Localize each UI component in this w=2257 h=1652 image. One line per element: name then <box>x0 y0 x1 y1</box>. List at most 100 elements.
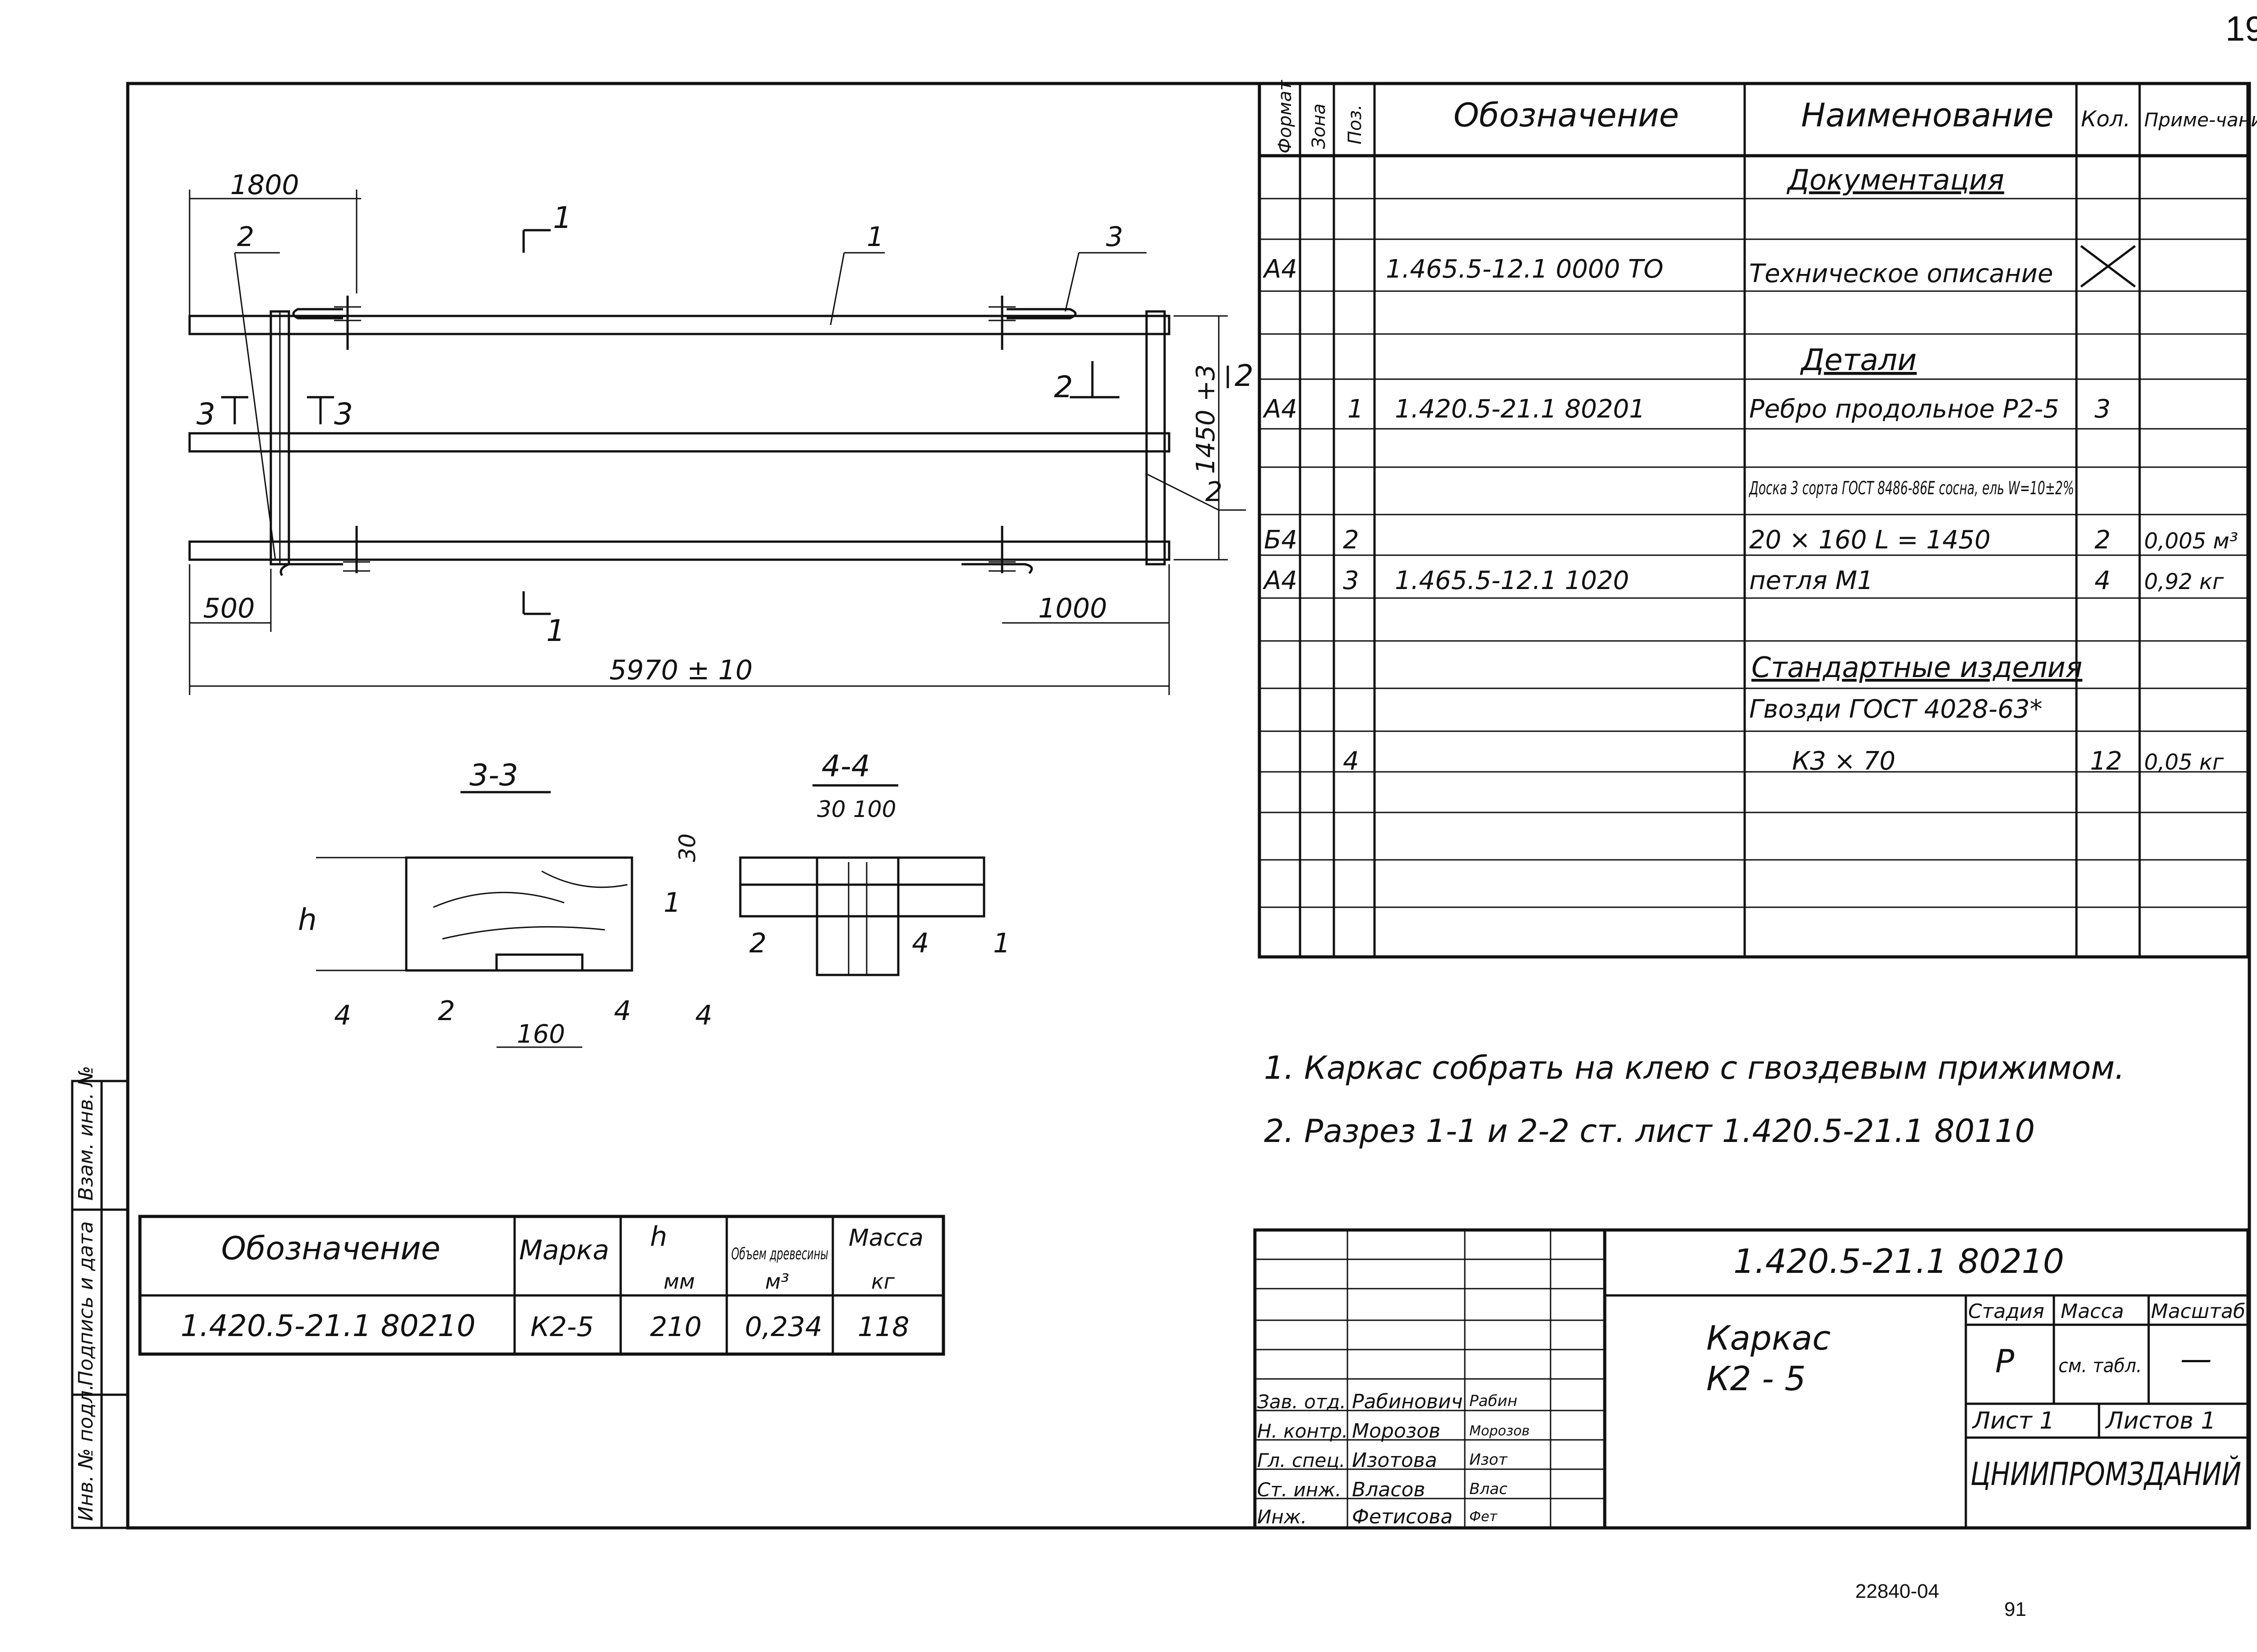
rib-bottom <box>188 540 1170 561</box>
tb-name-1: Рабинович <box>1352 1390 1463 1413</box>
sec33-label-2: 2 <box>438 995 455 1027</box>
var-hdr-mass: Масса <box>849 1225 924 1252</box>
hdr-zone: Зона <box>1309 103 1329 149</box>
tb-role-4: Ст. инж. <box>1257 1479 1341 1501</box>
cut-3-right: 3 <box>334 397 353 432</box>
tb-mass-label: Масса <box>2061 1300 2124 1323</box>
spec-row-format: А4 <box>1263 394 1297 424</box>
spec-row-qty: 3 <box>2094 394 2111 424</box>
spec-row-designation: 1.465.5-12.1 1020 <box>1395 566 1629 595</box>
sec33-label-4c: 4 <box>695 1000 712 1031</box>
rib-middle <box>188 432 1170 453</box>
var-hdr-h: h <box>650 1221 667 1253</box>
spec-row-pos: 1 <box>1347 394 1364 424</box>
plan-label-2-right: 2 <box>1205 476 1222 508</box>
var-cell-designation: 1.420.5-21.1 80210 <box>181 1309 476 1343</box>
rib-top <box>188 315 1170 335</box>
section-4-4: 4-4 30 100 30 2 4 1 <box>674 749 1010 976</box>
plan-label-3: 3 <box>1106 221 1123 253</box>
cut-2-left: 2 <box>1054 370 1073 404</box>
dim-1000: 1000 <box>1038 593 1107 624</box>
hdr-designation: Обозначение <box>1454 96 1679 134</box>
stamp-replace: Взам. инв. № <box>74 1066 98 1201</box>
tb-sign-5: Фет <box>1469 1509 1498 1525</box>
var-hdr-designation: Обозначение <box>221 1230 441 1267</box>
side-stamp: Инв. № подл. Подпись и дата Взам. инв. № <box>71 1066 129 1529</box>
sec44-label-1: 1 <box>993 928 1010 959</box>
hdr-qty: Кол. <box>2081 107 2130 132</box>
dim-1450: 1450 +3 <box>1191 364 1221 474</box>
spec-row-qty: 4 <box>2094 566 2111 595</box>
tb-scale-label: Масштаб <box>2151 1300 2245 1323</box>
cross-board-4-4 <box>816 856 900 976</box>
dim-30-b: 30 <box>674 833 701 862</box>
tb-name-3: Изотова <box>1352 1449 1437 1472</box>
section-3-3-title: 3-3 <box>469 758 518 793</box>
cross-board-right <box>1145 310 1166 566</box>
tb-sheet: Лист 1 <box>1972 1407 2054 1434</box>
spec-row-format: Б4 <box>1264 525 1297 555</box>
variants-table: Обозначение Марка h мм Объем древесины м… <box>138 1215 945 1356</box>
spec-heading-standard: Стандартные изделия <box>1751 651 2082 684</box>
cut-2-right: 2 <box>1235 358 1254 393</box>
dim-1800: 1800 <box>230 169 299 201</box>
hdr-pos: Поз. <box>1345 104 1365 144</box>
spec-row-pos: 4 <box>1343 747 1359 776</box>
spec-row-name: петля М1 <box>1749 566 1873 595</box>
var-hdr-volume-unit: м³ <box>765 1269 789 1294</box>
sec44-label-2: 2 <box>749 928 766 959</box>
tb-sign-1: Рабин <box>1469 1392 1518 1410</box>
var-hdr-mark: Марка <box>519 1234 609 1266</box>
var-cell-volume: 0,234 <box>745 1311 822 1343</box>
loop-bottom-left <box>279 526 370 576</box>
tb-stage: Р <box>1995 1343 2015 1380</box>
spec-row-note: 0,92 кг <box>2144 569 2224 594</box>
loop-bottom-right <box>961 526 1033 574</box>
sec44-label-4: 4 <box>912 928 929 959</box>
tb-scale: — <box>2180 1341 2212 1378</box>
section-3-3: 3-3 h 160 1 2 4 4 4 <box>298 758 712 1049</box>
tb-sheets: Листов 1 <box>2105 1407 2216 1434</box>
plan-label-1: 1 <box>867 221 884 253</box>
plan-view: 1800 2 1 3 2 1 1 2 2 3 3 1450 +3 <box>188 169 1254 695</box>
tb-mass: см. табл. <box>2058 1355 2142 1377</box>
sec33-label-4a: 4 <box>614 995 631 1027</box>
tb-name-5: Фетисова <box>1352 1505 1453 1528</box>
spec-row-pos: 3 <box>1343 566 1359 595</box>
cut-1-top: 1 <box>553 200 572 235</box>
spec-row-note: 0,005 м³ <box>2144 529 2238 554</box>
footer-code: 22840-04 <box>1855 1580 1939 1602</box>
stamp-sign: Подпись и дата <box>74 1221 98 1386</box>
spec-row-name: 20 × 160 L = 1450 <box>1749 525 1991 555</box>
note-1: 1. Каркас собрать на клею с гвоздевым пр… <box>1264 1049 2125 1086</box>
spec-row-designation: 1.420.5-21.1 80201 <box>1395 394 1645 424</box>
tb-title-1: Каркас <box>1706 1319 1831 1358</box>
var-cell-mark: К2-5 <box>530 1311 594 1343</box>
loop-top-left <box>292 296 361 350</box>
cut-1-bottom: 1 <box>546 613 565 648</box>
tb-stage-label: Стадия <box>1968 1300 2044 1323</box>
tb-sign-2: Морозов <box>1469 1423 1530 1439</box>
cut-3-left: 3 <box>196 397 215 432</box>
spec-row-pos: 2 <box>1343 525 1359 555</box>
tb-name-4: Власов <box>1352 1478 1425 1501</box>
spec-table: Формат Зона Поз. Обозначение Наименовани… <box>1258 79 2257 959</box>
var-hdr-mass-unit: кг <box>871 1269 895 1294</box>
tb-title-2: К2 - 5 <box>1706 1360 1806 1398</box>
tb-role-3: Гл. спец. <box>1257 1449 1345 1471</box>
plan-label-2-top: 2 <box>237 221 254 253</box>
hdr-note: Приме-чание <box>2144 109 2257 131</box>
dim-160: 160 <box>517 1020 565 1049</box>
dim-500: 500 <box>203 593 255 624</box>
sec33-label-4b: 4 <box>334 1000 351 1031</box>
spec-row-name: Ребро продольное Р2-5 <box>1749 394 2059 424</box>
dim-5970: 5970 ± 10 <box>609 654 752 686</box>
tb-org: ЦНИИПРОМЗДАНИЙ <box>1970 1456 2241 1493</box>
spec-row-name: Гвозди ГОСТ 4028-63* <box>1749 695 2043 724</box>
hdr-format: Формат <box>1275 79 1296 153</box>
spec-row-qty: 12 <box>2090 747 2122 776</box>
spec-row-name: К3 × 70 <box>1792 747 1895 776</box>
spec-row-format: А4 <box>1263 566 1297 595</box>
page-number: 195 <box>2225 9 2257 48</box>
